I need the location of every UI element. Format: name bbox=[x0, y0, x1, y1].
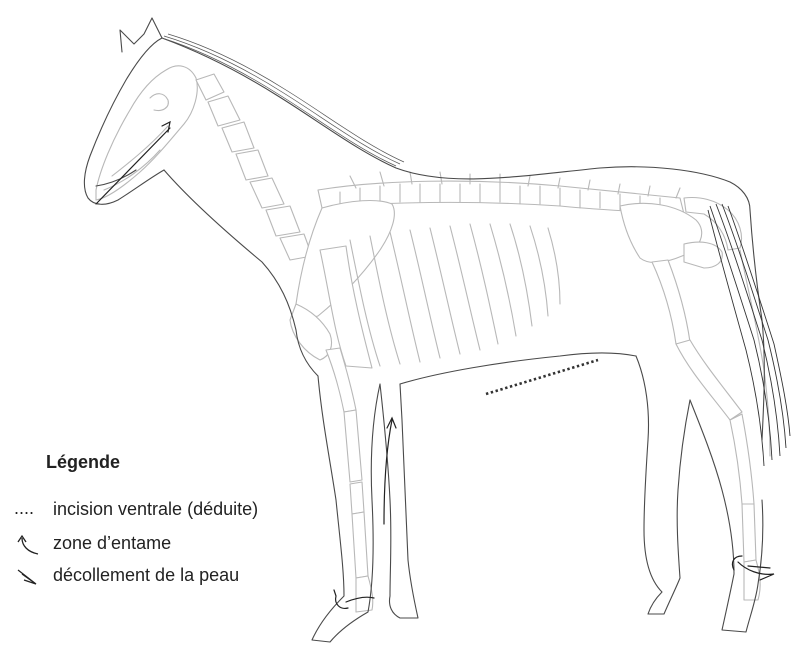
dotted-line-symbol: .... bbox=[14, 498, 42, 520]
horse-skeleton bbox=[96, 66, 770, 612]
legend-item-entame: zone d’entame bbox=[0, 532, 340, 556]
neck-vertebrae bbox=[196, 74, 312, 260]
skin-separation-icon bbox=[14, 566, 42, 588]
legend-item-label: zone d’entame bbox=[53, 533, 171, 554]
legend-title: Légende bbox=[46, 452, 120, 473]
mane bbox=[162, 34, 404, 166]
ventral-incision-dotted bbox=[486, 360, 598, 394]
legend-item-incision: .... incision ventrale (déduite) bbox=[0, 498, 340, 522]
legend-item-label: incision ventrale (déduite) bbox=[53, 499, 258, 520]
tail bbox=[708, 204, 790, 466]
skull bbox=[96, 66, 197, 200]
curved-arrow-icon bbox=[14, 534, 42, 556]
legend-item-decollement: décollement de la peau bbox=[0, 564, 340, 588]
legend-item-label: décollement de la peau bbox=[53, 565, 239, 586]
hindleg-bones bbox=[652, 260, 760, 600]
